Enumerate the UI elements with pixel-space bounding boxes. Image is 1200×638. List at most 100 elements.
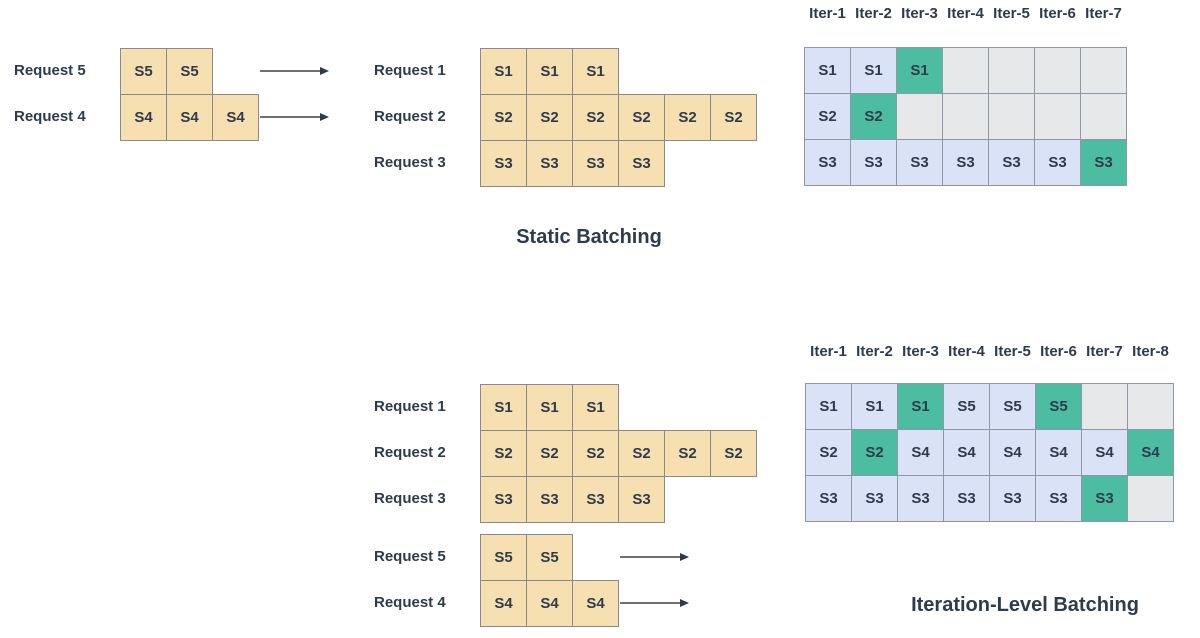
right-arrow-icon xyxy=(620,553,689,561)
grid-cell-empty xyxy=(896,93,943,140)
token-cell: S5 xyxy=(166,48,213,95)
grid-cell: S2 xyxy=(850,93,897,140)
token-cell: S2 xyxy=(526,94,573,141)
token-cell: S2 xyxy=(710,94,757,141)
token-cell: S3 xyxy=(480,140,527,187)
token-cell: S1 xyxy=(526,384,573,431)
request-label: Request 5 xyxy=(374,548,446,565)
request-label: Request 1 xyxy=(374,398,446,415)
right-arrow-icon xyxy=(260,113,329,121)
token-cell: S5 xyxy=(526,534,573,581)
grid-cell-empty xyxy=(988,93,1035,140)
grid-cell-empty xyxy=(942,47,989,94)
token-cell: S2 xyxy=(480,430,527,477)
request-label: Request 5 xyxy=(14,62,86,79)
grid-cell: S4 xyxy=(1035,429,1082,476)
grid-cell: S4 xyxy=(1081,429,1128,476)
iteration-header: Iter-5 xyxy=(993,5,1030,22)
grid-cell: S3 xyxy=(850,139,897,186)
grid-cell: S2 xyxy=(804,93,851,140)
grid-cell: S5 xyxy=(989,383,1036,430)
iteration-header: Iter-2 xyxy=(856,343,893,360)
grid-cell: S1 xyxy=(805,383,852,430)
token-cell: S1 xyxy=(480,384,527,431)
token-cell: S3 xyxy=(526,476,573,523)
grid-cell: S3 xyxy=(896,139,943,186)
grid-cell: S2 xyxy=(805,429,852,476)
grid-cell: S3 xyxy=(897,475,944,522)
request-label: Request 3 xyxy=(374,154,446,171)
token-cell: S2 xyxy=(618,430,665,477)
token-cell: S4 xyxy=(120,94,167,141)
grid-cell: S4 xyxy=(1127,429,1174,476)
grid-cell: S3 xyxy=(851,475,898,522)
token-cell: S3 xyxy=(618,476,665,523)
grid-cell: S1 xyxy=(850,47,897,94)
token-cell: S2 xyxy=(480,94,527,141)
grid-cell: S3 xyxy=(1081,475,1128,522)
token-cell: S3 xyxy=(572,476,619,523)
request-label: Request 4 xyxy=(374,594,446,611)
grid-cell: S5 xyxy=(943,383,990,430)
grid-cell: S3 xyxy=(805,475,852,522)
static-batching-title: Static Batching xyxy=(516,226,662,248)
grid-cell-empty xyxy=(942,93,989,140)
token-cell: S1 xyxy=(526,48,573,95)
token-cell: S5 xyxy=(480,534,527,581)
iteration-header: Iter-4 xyxy=(947,5,984,22)
grid-cell-empty xyxy=(1080,47,1127,94)
request-label: Request 2 xyxy=(374,444,446,461)
request-label: Request 2 xyxy=(374,108,446,125)
grid-cell-empty xyxy=(1034,47,1081,94)
token-cell: S2 xyxy=(618,94,665,141)
token-cell: S3 xyxy=(618,140,665,187)
token-cell: S2 xyxy=(526,430,573,477)
request-label: Request 4 xyxy=(14,108,86,125)
token-cell: S2 xyxy=(572,94,619,141)
iteration-level-batching-title: Iteration-Level Batching xyxy=(911,594,1139,616)
grid-cell-empty xyxy=(1034,93,1081,140)
iteration-header: Iter-3 xyxy=(901,5,938,22)
grid-cell: S3 xyxy=(1034,139,1081,186)
token-cell: S1 xyxy=(572,48,619,95)
grid-cell: S3 xyxy=(1035,475,1082,522)
grid-cell: S1 xyxy=(851,383,898,430)
token-cell: S4 xyxy=(572,580,619,627)
grid-cell: S2 xyxy=(851,429,898,476)
token-cell: S4 xyxy=(480,580,527,627)
grid-cell-empty xyxy=(1081,383,1128,430)
token-cell: S1 xyxy=(480,48,527,95)
token-cell: S2 xyxy=(664,94,711,141)
grid-cell: S4 xyxy=(943,429,990,476)
token-cell: S2 xyxy=(710,430,757,477)
iteration-header: Iter-6 xyxy=(1039,5,1076,22)
request-label: Request 3 xyxy=(374,490,446,507)
iteration-header: Iter-1 xyxy=(809,5,846,22)
iteration-header: Iter-5 xyxy=(994,343,1031,360)
grid-cell: S3 xyxy=(1080,139,1127,186)
token-cell: S5 xyxy=(120,48,167,95)
grid-cell: S3 xyxy=(943,475,990,522)
token-cell: S1 xyxy=(572,384,619,431)
token-cell: S4 xyxy=(166,94,213,141)
grid-cell: S3 xyxy=(804,139,851,186)
right-arrow-icon xyxy=(620,599,689,607)
grid-cell-empty xyxy=(1127,475,1174,522)
iteration-header: Iter-7 xyxy=(1086,343,1123,360)
iteration-header: Iter-3 xyxy=(902,343,939,360)
token-cell: S2 xyxy=(572,430,619,477)
grid-cell-empty xyxy=(988,47,1035,94)
grid-cell: S1 xyxy=(897,383,944,430)
grid-cell-empty xyxy=(1127,383,1174,430)
grid-cell: S5 xyxy=(1035,383,1082,430)
